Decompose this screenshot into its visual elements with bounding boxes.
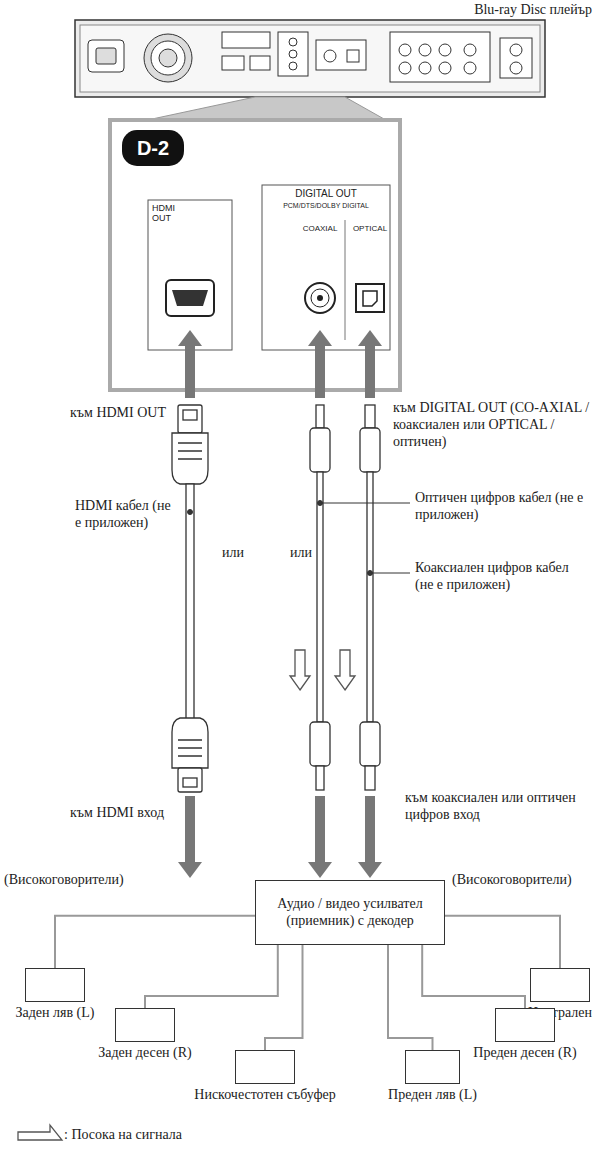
speaker-label: Заден десен (R) [98,1045,192,1062]
port-label: DIGITAL OUT [262,188,390,200]
hdmi-cable [172,405,208,792]
legend-arrow [18,1125,62,1140]
port-label: PCM/DTS/DOLBY DIGITAL [262,202,390,210]
callout-label: или [290,545,312,562]
speaker-wire [145,945,278,1008]
speaker-box: Централен [530,968,590,1002]
receiver-box: Аудио / видео усилвател (приемник) с дек… [255,880,445,945]
figure-badge: D-2 [122,130,184,166]
callout-label: Коаксиален цифров кабел (не е приложен) [415,560,590,594]
speaker-wire [265,945,303,1050]
callout-label: (Високоговорители) [4,872,124,889]
signal-arrow [178,330,382,878]
leader-line [188,501,411,576]
callout-label: HDMI кабел (не е приложен) [75,498,180,532]
speaker-box: Преден ляв (L) [405,1050,460,1084]
player-illustration [75,20,545,97]
callout-label: към HDMI вход [70,805,164,822]
jack-panel: D-2HDMI OUT DIGITAL OUT PCM/DTS/DOLBY DIGI… [110,120,400,390]
callout-label: към DIGITAL OUT (CO-AXIAL / коаксиален и… [393,400,598,450]
speaker-box: Преден десен (R) [495,1008,555,1042]
speaker-wire [422,945,525,1008]
callout-label: Оптичен цифров кабел (не е приложен) [415,490,585,524]
player-unit: Blu-ray Disc плейър [75,20,545,97]
receiver-label: Аудио / видео усилвател (приемник) с дек… [256,888,444,938]
speaker-label: Преден десен (R) [473,1045,576,1062]
callout-label: (Високоговорители) [452,872,572,889]
speaker-wire [388,945,433,1050]
port-label: COAXIAL [295,224,345,234]
speaker-label: Преден ляв (L) [388,1087,477,1104]
callout-label: към HDMI OUT [70,405,166,422]
panel-illustration [110,120,400,390]
port-label: HDMI OUT [152,204,196,224]
speaker-box: Заден десен (R) [115,1008,175,1042]
speaker-wire [445,916,560,968]
digital-cable [310,405,380,790]
speaker-wire [55,916,255,968]
speaker-box: Нискочестотен събуфер [235,1050,295,1084]
legend-text: : Посока на сигнала [64,1127,182,1144]
callout-label: към коаксиален или оптичен цифров вход [405,790,590,824]
speaker-label: Нискочестотен събуфер [194,1087,335,1104]
speaker-box: Заден ляв (L) [25,968,85,1002]
hollow-arrow [290,650,355,690]
callout-label: или [222,545,244,562]
speaker-label: Заден ляв (L) [16,1005,95,1022]
port-label: OPTICAL [345,224,395,234]
device-title: Blu-ray Disc плейър [474,2,592,19]
